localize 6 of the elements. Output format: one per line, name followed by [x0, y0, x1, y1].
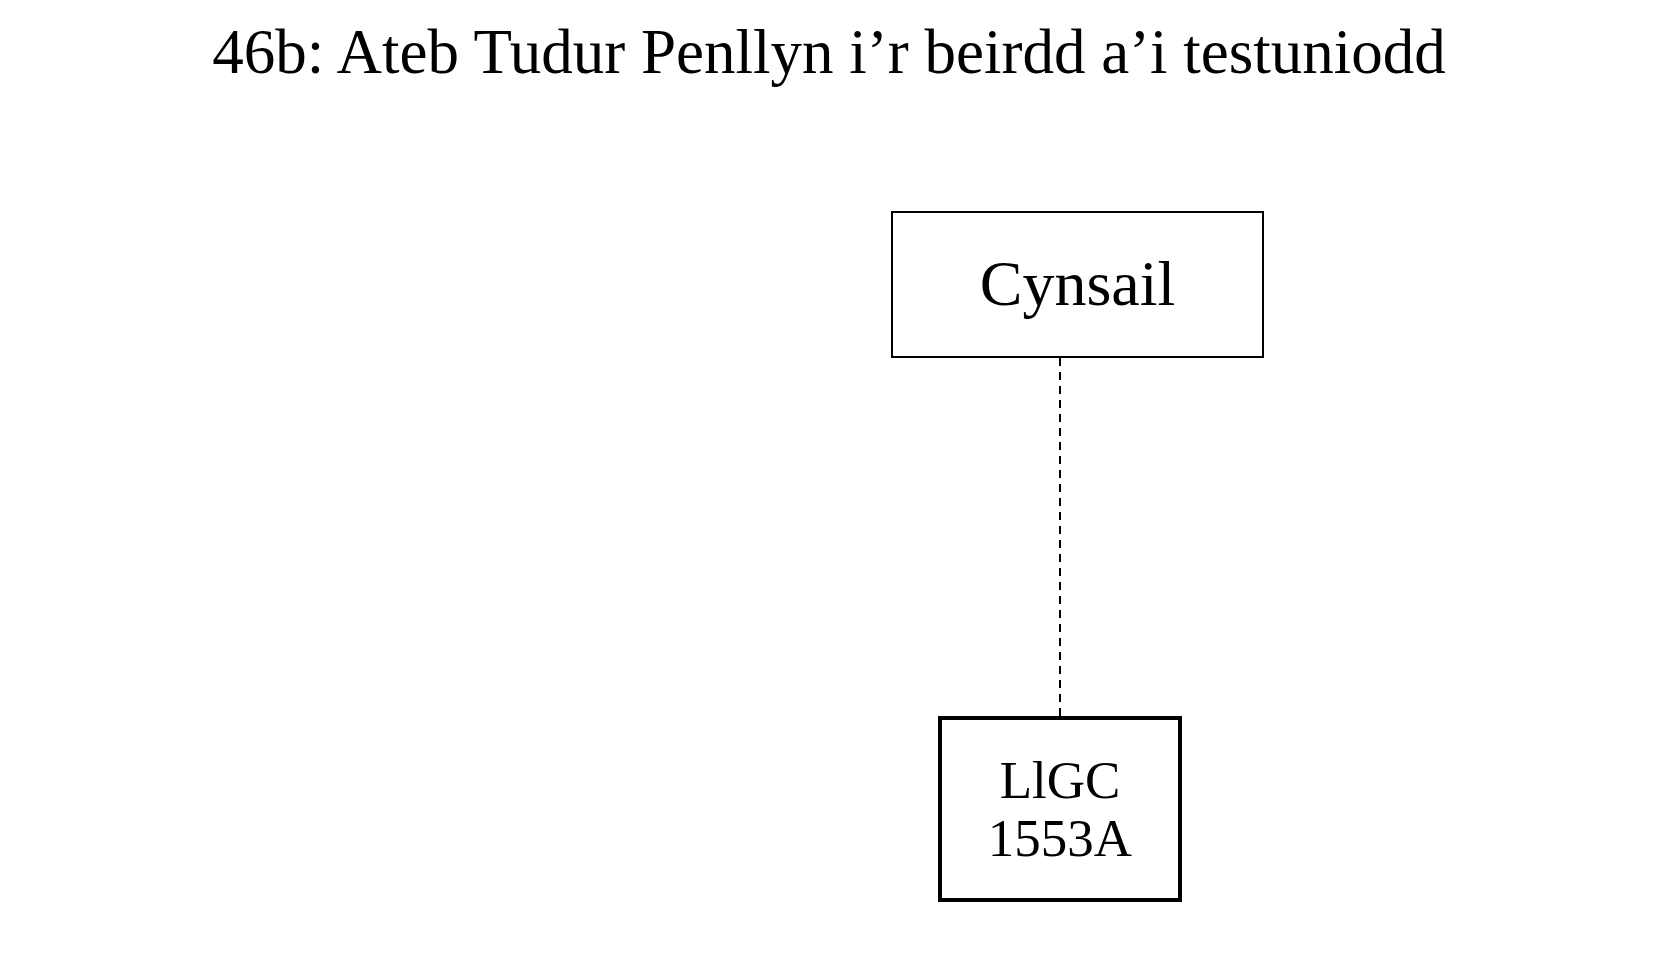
text-box — [938, 716, 1182, 902]
connector-line — [1059, 357, 1061, 717]
text-box — [891, 211, 1264, 358]
diagram-title: 46b: Ateb Tudur Penllyn i’r beirdd a’i testuniodd — [211, 18, 1447, 88]
node-label: LlGC 1553A — [986, 750, 1134, 868]
node-label: Cynsail — [979, 249, 1176, 320]
